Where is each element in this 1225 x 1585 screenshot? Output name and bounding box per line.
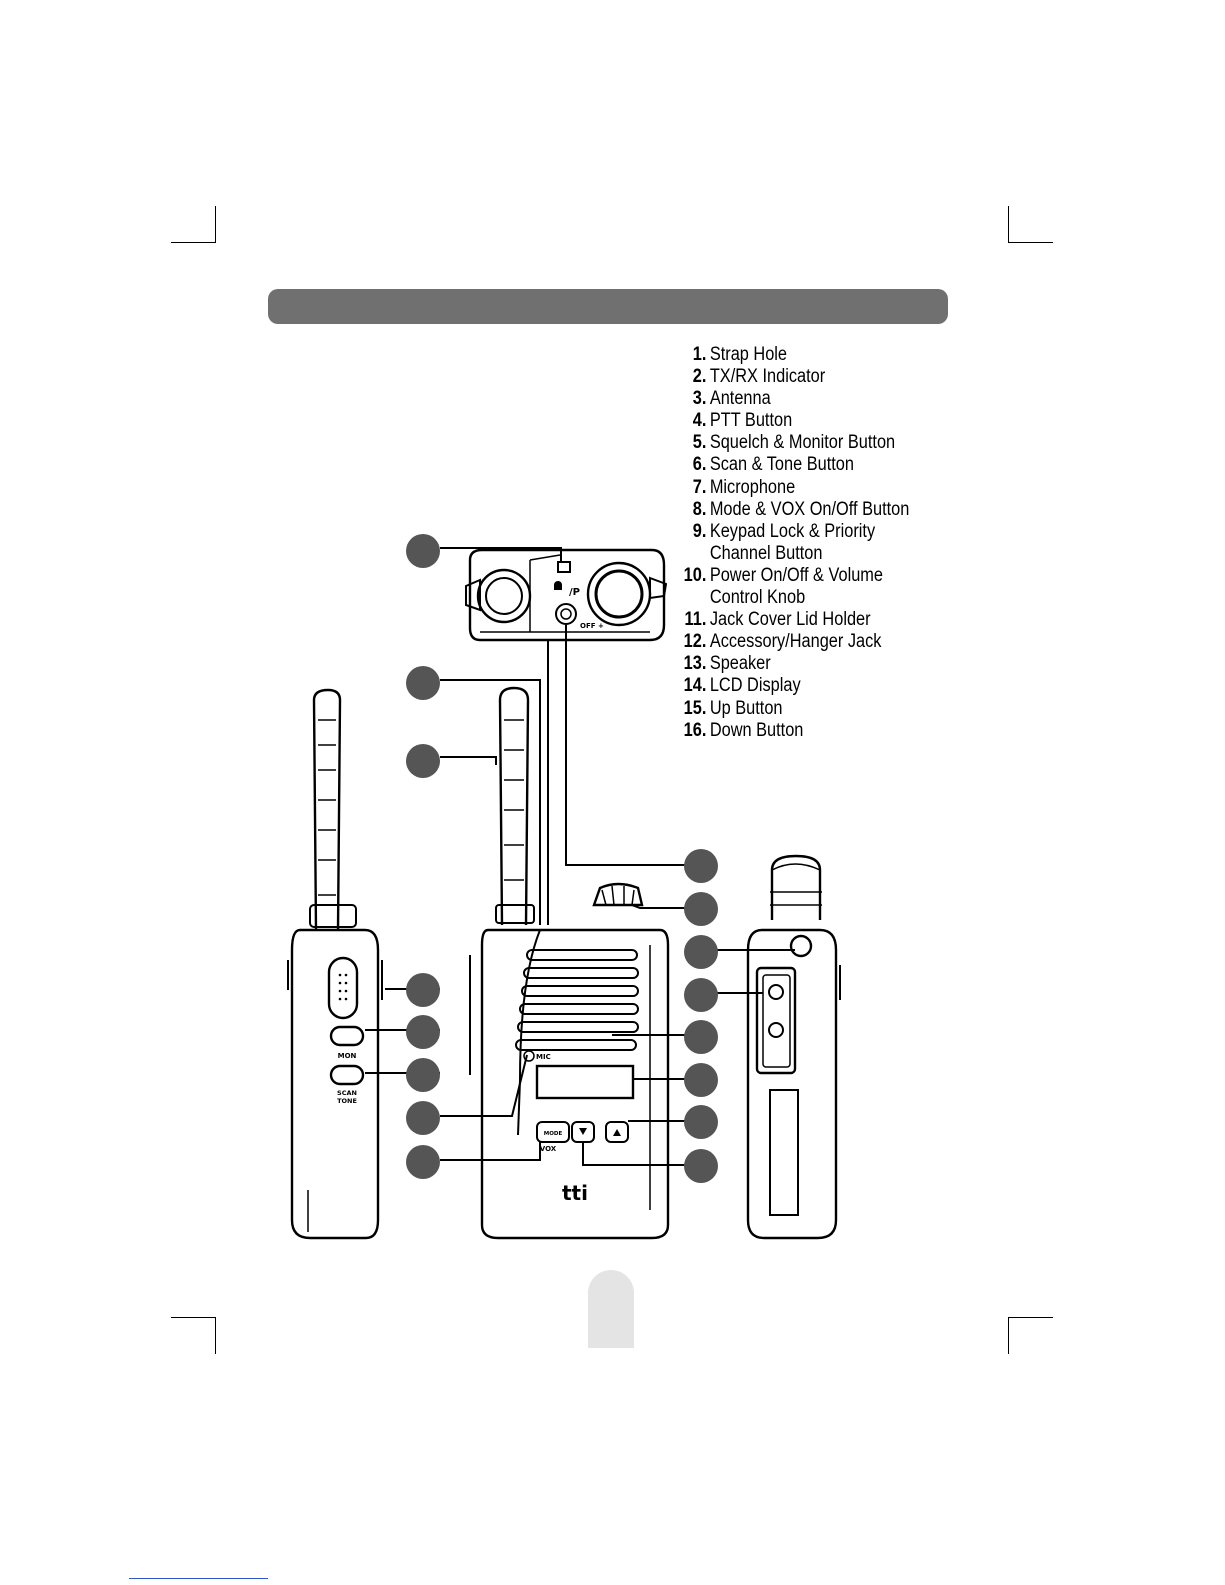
tone-label: TONE bbox=[337, 1097, 357, 1105]
callout-marker bbox=[406, 534, 440, 568]
callout-marker bbox=[406, 666, 440, 700]
front-view bbox=[469, 686, 670, 1240]
lock-icon bbox=[554, 581, 562, 590]
vox-label: VOX bbox=[540, 1145, 557, 1153]
legend-item: 13.Speaker bbox=[683, 653, 771, 675]
brand-logo: tti bbox=[562, 1181, 588, 1205]
top-view bbox=[465, 548, 668, 642]
legend-item: 16.Down Button bbox=[683, 719, 804, 741]
scan-label: SCAN bbox=[337, 1089, 357, 1097]
callout-markers bbox=[406, 534, 718, 1183]
legend-item: 1.Strap Hole bbox=[692, 344, 788, 365]
callout-marker bbox=[684, 935, 718, 969]
callout-lines bbox=[365, 547, 795, 1166]
crop-mark-top-right-v bbox=[1008, 206, 1009, 243]
legend-item: 8.Mode & VOX On/Off Button bbox=[692, 498, 910, 520]
mode-label: MODE bbox=[544, 1131, 563, 1137]
callout-marker bbox=[684, 1105, 718, 1139]
callout-marker bbox=[684, 849, 718, 883]
legend-item: 9.Keypad Lock & Priority Channel Button bbox=[692, 520, 876, 564]
legend-item: 5.Squelch & Monitor Button bbox=[692, 432, 896, 454]
speaker-grille bbox=[515, 949, 639, 1051]
mic-label: MIC bbox=[536, 1053, 551, 1061]
crop-mark-top-left-h bbox=[171, 242, 216, 243]
mon-label: MON bbox=[338, 1052, 357, 1060]
page-number-tab bbox=[588, 1270, 634, 1348]
legend-item: 6.Scan & Tone Button bbox=[692, 454, 854, 476]
callout-marker bbox=[406, 1015, 440, 1049]
legend-item: 10.Power On/Off & Volume Control Knob bbox=[683, 564, 883, 609]
crop-mark-top-right-h bbox=[1008, 242, 1053, 243]
section-header-bar bbox=[268, 289, 948, 324]
crop-mark-bottom-left-v bbox=[215, 1317, 216, 1354]
crop-mark-bottom-left-h bbox=[171, 1317, 216, 1318]
legend-item: 15.Up Button bbox=[683, 697, 783, 719]
mode-button bbox=[536, 1121, 570, 1143]
lock-p-label: /P bbox=[569, 587, 580, 598]
crop-mark-bottom-right-v bbox=[1008, 1317, 1009, 1354]
callout-marker bbox=[684, 1063, 718, 1097]
legend-item: 7.Microphone bbox=[692, 476, 796, 498]
callout-marker bbox=[406, 973, 440, 1007]
lcd-display bbox=[535, 1064, 635, 1100]
callout-marker bbox=[406, 744, 440, 778]
callout-marker bbox=[406, 1058, 440, 1092]
callout-marker bbox=[684, 978, 718, 1012]
callout-marker bbox=[406, 1145, 440, 1179]
callout-marker bbox=[406, 1101, 440, 1135]
right-side-view bbox=[746, 854, 841, 1240]
footer-rule bbox=[129, 1578, 268, 1579]
legend-item: 14.LCD Display bbox=[683, 675, 801, 697]
callout-marker bbox=[684, 1020, 718, 1054]
legend-item: 3.Antenna bbox=[692, 388, 771, 410]
crop-mark-bottom-right-h bbox=[1008, 1317, 1053, 1318]
up-button bbox=[605, 1121, 629, 1143]
legend-item: 2.TX/RX Indicator bbox=[692, 366, 826, 388]
left-side-view bbox=[287, 688, 383, 1240]
off-label: OFF + bbox=[580, 622, 604, 630]
legend-item: 11.Jack Cover Lid Holder bbox=[684, 609, 871, 631]
parts-legend: 1.Strap Hole 2.TX/RX Indicator 3.Antenna… bbox=[678, 344, 978, 742]
down-arrow-icon bbox=[579, 1128, 587, 1135]
crop-mark-top-left-v bbox=[215, 206, 216, 243]
callout-marker bbox=[684, 1149, 718, 1183]
legend-item: 12.Accessory/Hanger Jack bbox=[683, 631, 882, 653]
legend-item: 4.PTT Button bbox=[692, 410, 793, 432]
callout-marker bbox=[684, 892, 718, 926]
up-arrow-icon bbox=[613, 1129, 621, 1136]
